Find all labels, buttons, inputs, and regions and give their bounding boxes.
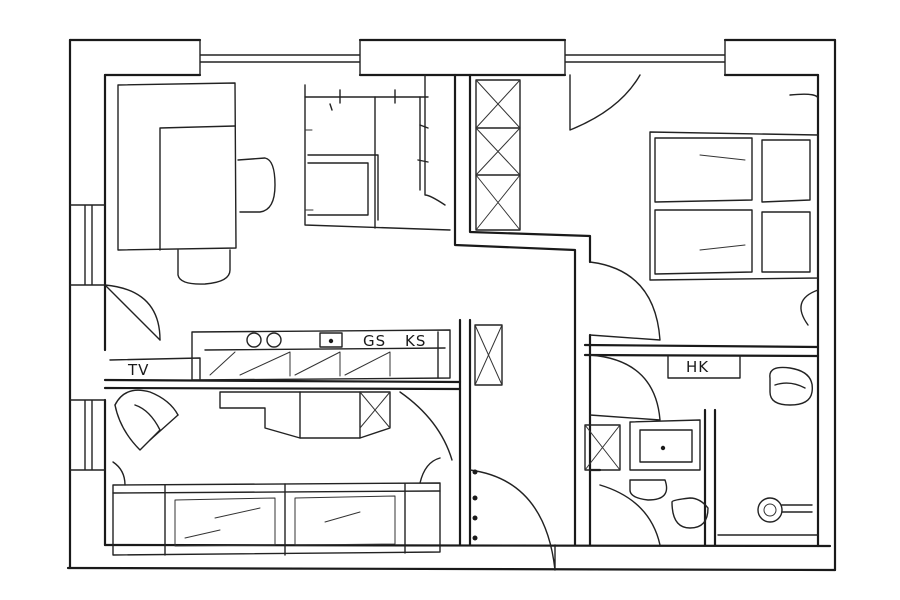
interior-walls: [103, 73, 820, 547]
outer-walls: [66, 38, 837, 572]
doors: [104, 74, 819, 571]
armchair: [114, 389, 179, 451]
room-labels: TV GS KS HK: [127, 332, 709, 379]
tv-unit: [109, 357, 201, 381]
label-ks: KS: [405, 332, 426, 350]
counter-shaft: [474, 324, 503, 386]
sofa-beds: [112, 457, 441, 556]
kitchen-upper: [304, 84, 451, 231]
bathroom: [584, 355, 819, 536]
windows: [69, 39, 726, 471]
kitchen-counter: [191, 329, 451, 381]
wardrobe-shaft: [475, 79, 521, 231]
label-gs: GS: [363, 332, 386, 350]
label-hk: HK: [686, 358, 709, 376]
entry-wardrobe: [219, 391, 391, 439]
bedroom-beds: [649, 131, 819, 281]
pipe-dots: [472, 469, 478, 541]
dining-table: [117, 82, 276, 285]
label-tv: TV: [127, 361, 149, 379]
